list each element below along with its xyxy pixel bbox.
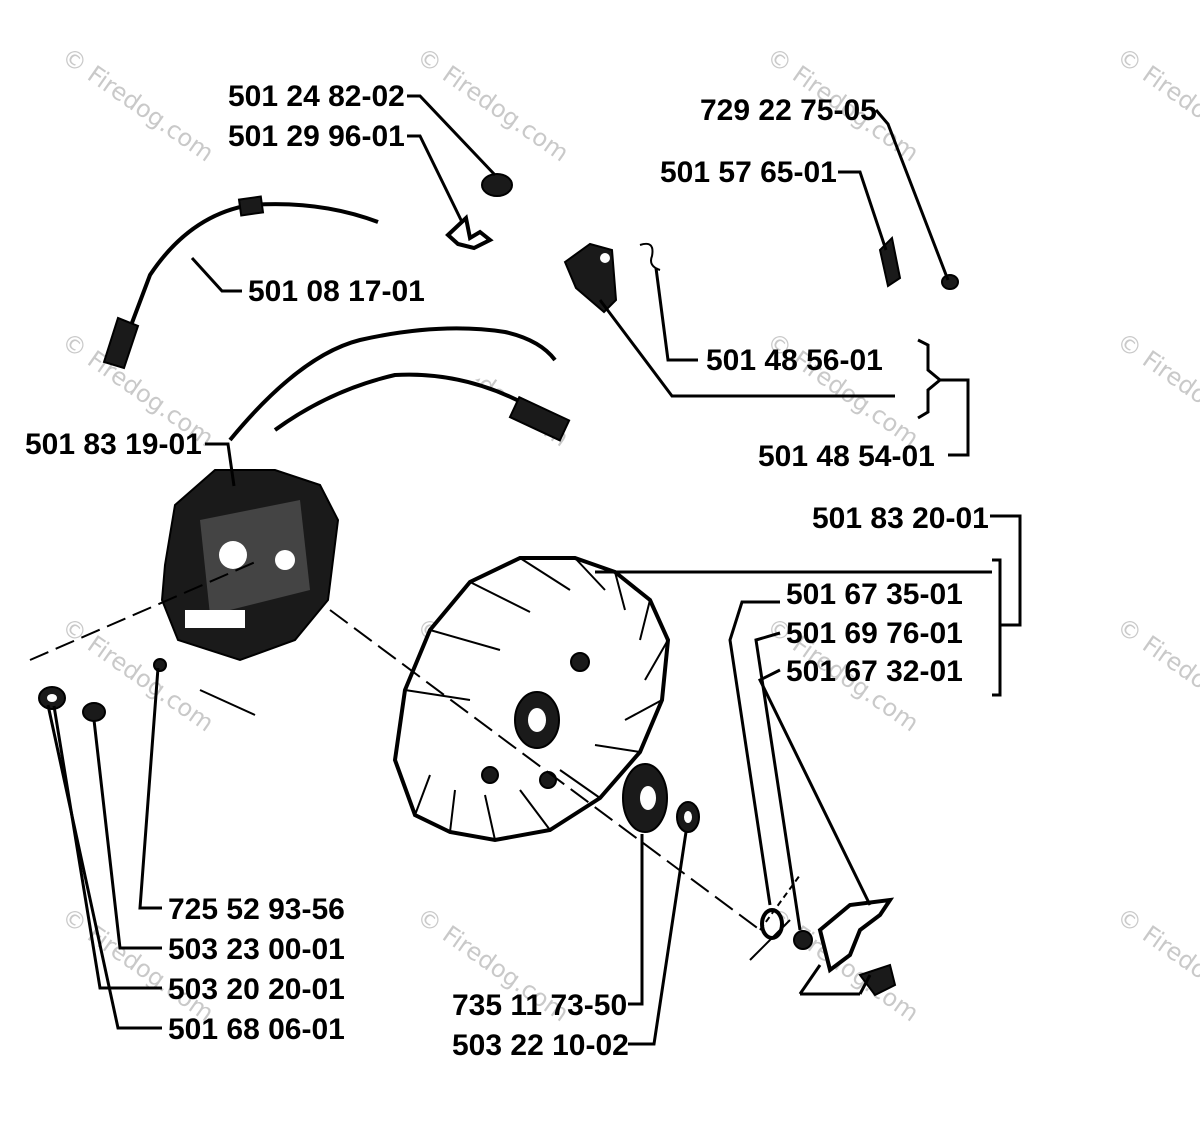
part-labels: 501 24 82-02 501 29 96-01 729 22 75-05 5… [25,80,989,1062]
part-number-label: 729 22 75-05 [700,94,877,127]
part-number-label: 501 29 96-01 [228,120,405,153]
part-number-label: 503 20 20-01 [168,973,345,1006]
part-number-label: 725 52 93-56 [168,893,345,926]
pawl-assembly-icon [760,897,897,997]
fuel-hose-icon [102,195,379,370]
part-number-label: 735 11 73-50 [452,989,627,1022]
watermark: © Firedog.com [412,42,574,167]
leader-lines [29,94,1022,1046]
part-number-label: 501 67 35-01 [786,578,963,611]
part-number-label: 501 67 32-01 [786,655,963,688]
ignition-module-icon [160,326,571,662]
watermark: © Firedog.com [1112,902,1200,1027]
part-number-label: 501 24 82-02 [228,80,405,113]
spring-icon [639,242,661,271]
part-number-label: 501 83 20-01 [812,502,989,535]
nut-icon [676,801,700,833]
part-number-label: 501 57 65-01 [660,156,837,189]
flywheel-icon [392,556,671,843]
part-number-label: 503 23 00-01 [168,933,345,966]
clip-icon [445,214,494,251]
watermark: © Firedog.com [1112,42,1200,167]
watermark: © Firedog.com [1112,327,1200,452]
part-number-label: 501 48 56-01 [706,344,883,377]
part-number-label: 501 83 19-01 [25,428,202,461]
watermark: © Firedog.com [1112,612,1200,737]
washer-icon [38,686,66,710]
part-number-label: 503 22 10-02 [452,1029,629,1062]
part-number-label: 501 48 54-01 [758,440,935,473]
starter-pulley-icon [622,763,668,833]
grommet-icon [481,173,513,197]
part-number-label: 501 69 76-01 [786,617,963,650]
part-number-label: 501 08 17-01 [248,275,425,308]
bracket-icon [563,242,618,314]
watermark: © Firedog.com [57,42,219,167]
screw-icon [82,702,106,722]
screw-top-right-icon [878,235,959,290]
part-number-label: 501 68 06-01 [168,1013,345,1046]
